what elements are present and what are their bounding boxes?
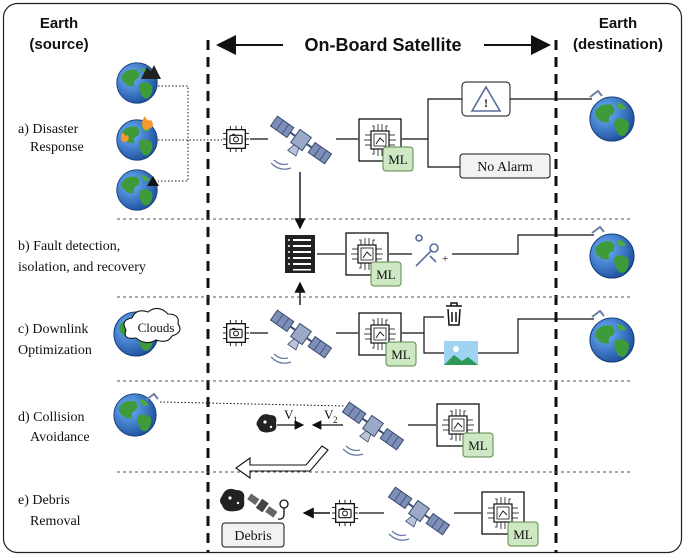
no-alarm-label: No Alarm	[477, 160, 533, 175]
v1-label: V	[284, 407, 294, 422]
antenna-icon	[591, 309, 605, 318]
downlink-line	[478, 318, 594, 354]
earth-source-title: Earth	[40, 15, 78, 32]
row-b-label-line2: isolation, and recovery	[18, 260, 146, 275]
ml-label: ML	[468, 438, 488, 453]
ml-label: ML	[388, 152, 408, 167]
v2-subscript: 2	[333, 415, 338, 425]
earth-source-subtitle: (source)	[29, 36, 88, 53]
row-b-fdir: b) Fault detection, isolation, and recov…	[18, 225, 635, 287]
warning-icon	[470, 85, 502, 112]
earth-dest-title: Earth	[599, 15, 637, 32]
row-c-label-line2: Optimization	[18, 343, 92, 358]
row-separators	[117, 218, 630, 473]
ml-badge	[507, 521, 539, 547]
ml-label: ML	[513, 527, 533, 542]
ml-badge	[382, 146, 414, 172]
row-d-label-line1: d) Collision	[18, 410, 85, 425]
earth-globe-icon	[589, 96, 635, 142]
svg-text:!: !	[484, 96, 488, 110]
row-e-label-line1: e) Debris	[18, 493, 70, 508]
earth-dest-subtitle: (destination)	[573, 36, 663, 53]
camera-chip-icon	[222, 319, 250, 347]
image-icon	[444, 341, 478, 365]
camera-chip-icon	[222, 125, 250, 153]
uplink-line	[159, 401, 346, 407]
row-e-debris-removal: e) Debris Removal Debris ML	[18, 484, 539, 548]
svg-text:+: +	[442, 253, 448, 265]
row-a-disaster-response: a) Disaster Response ML ! No Alarm	[18, 62, 635, 211]
volcano-icon	[141, 65, 161, 79]
debris-cluster-icon	[220, 488, 289, 520]
ml-badge	[385, 341, 417, 367]
trash-icon	[446, 302, 462, 326]
maneuver-arrow	[235, 445, 329, 480]
cloud-shape	[123, 307, 181, 344]
earth-globe-icon	[116, 169, 158, 211]
row-c-downlink-optimization: c) Downlink Optimization Clouds ML	[18, 302, 635, 367]
camera-chip-icon	[331, 499, 359, 527]
asteroid-icon	[256, 414, 277, 433]
server-icon	[285, 235, 315, 273]
warning-icon	[147, 176, 159, 186]
row-c-label-line1: c) Downlink	[18, 322, 88, 337]
fire-icon	[121, 132, 129, 142]
row-d-label-line2: Avoidance	[30, 430, 90, 445]
earth-globe-icon	[113, 393, 157, 437]
v2-label: V	[324, 407, 334, 422]
antenna-icon	[591, 225, 605, 234]
ml-badge	[370, 261, 402, 287]
earth-globe-icon	[589, 233, 635, 279]
antenna-icon	[589, 89, 603, 98]
tools-icon: +	[415, 234, 448, 267]
row-d-collision-avoidance: d) Collision Avoidance V 1 V 2 ML	[18, 392, 494, 480]
clouds-label: Clouds	[138, 320, 175, 335]
debris-box	[221, 522, 285, 548]
ml-label: ML	[376, 267, 396, 282]
no-alarm-box	[459, 153, 551, 179]
row-a-label-line2: Response	[30, 140, 84, 155]
earth-globe-icon	[116, 62, 158, 104]
satellite-title: On-Board Satellite	[304, 35, 461, 55]
branch-lines	[402, 98, 462, 168]
row-a-label-line1: a) Disaster	[18, 122, 79, 137]
earth-globe-icon	[589, 317, 635, 363]
row-e-label-line2: Removal	[30, 514, 81, 529]
ml-badge	[462, 432, 494, 458]
branch-lines	[402, 316, 444, 354]
ml-label: ML	[391, 347, 411, 362]
downlink-line	[452, 234, 594, 255]
v1-subscript: 1	[293, 415, 298, 425]
fire-icon	[142, 116, 153, 130]
row-b-label-line1: b) Fault detection,	[18, 239, 120, 254]
antenna-icon	[145, 392, 159, 401]
debris-label: Debris	[234, 529, 271, 544]
row-a-source-links	[158, 85, 222, 182]
